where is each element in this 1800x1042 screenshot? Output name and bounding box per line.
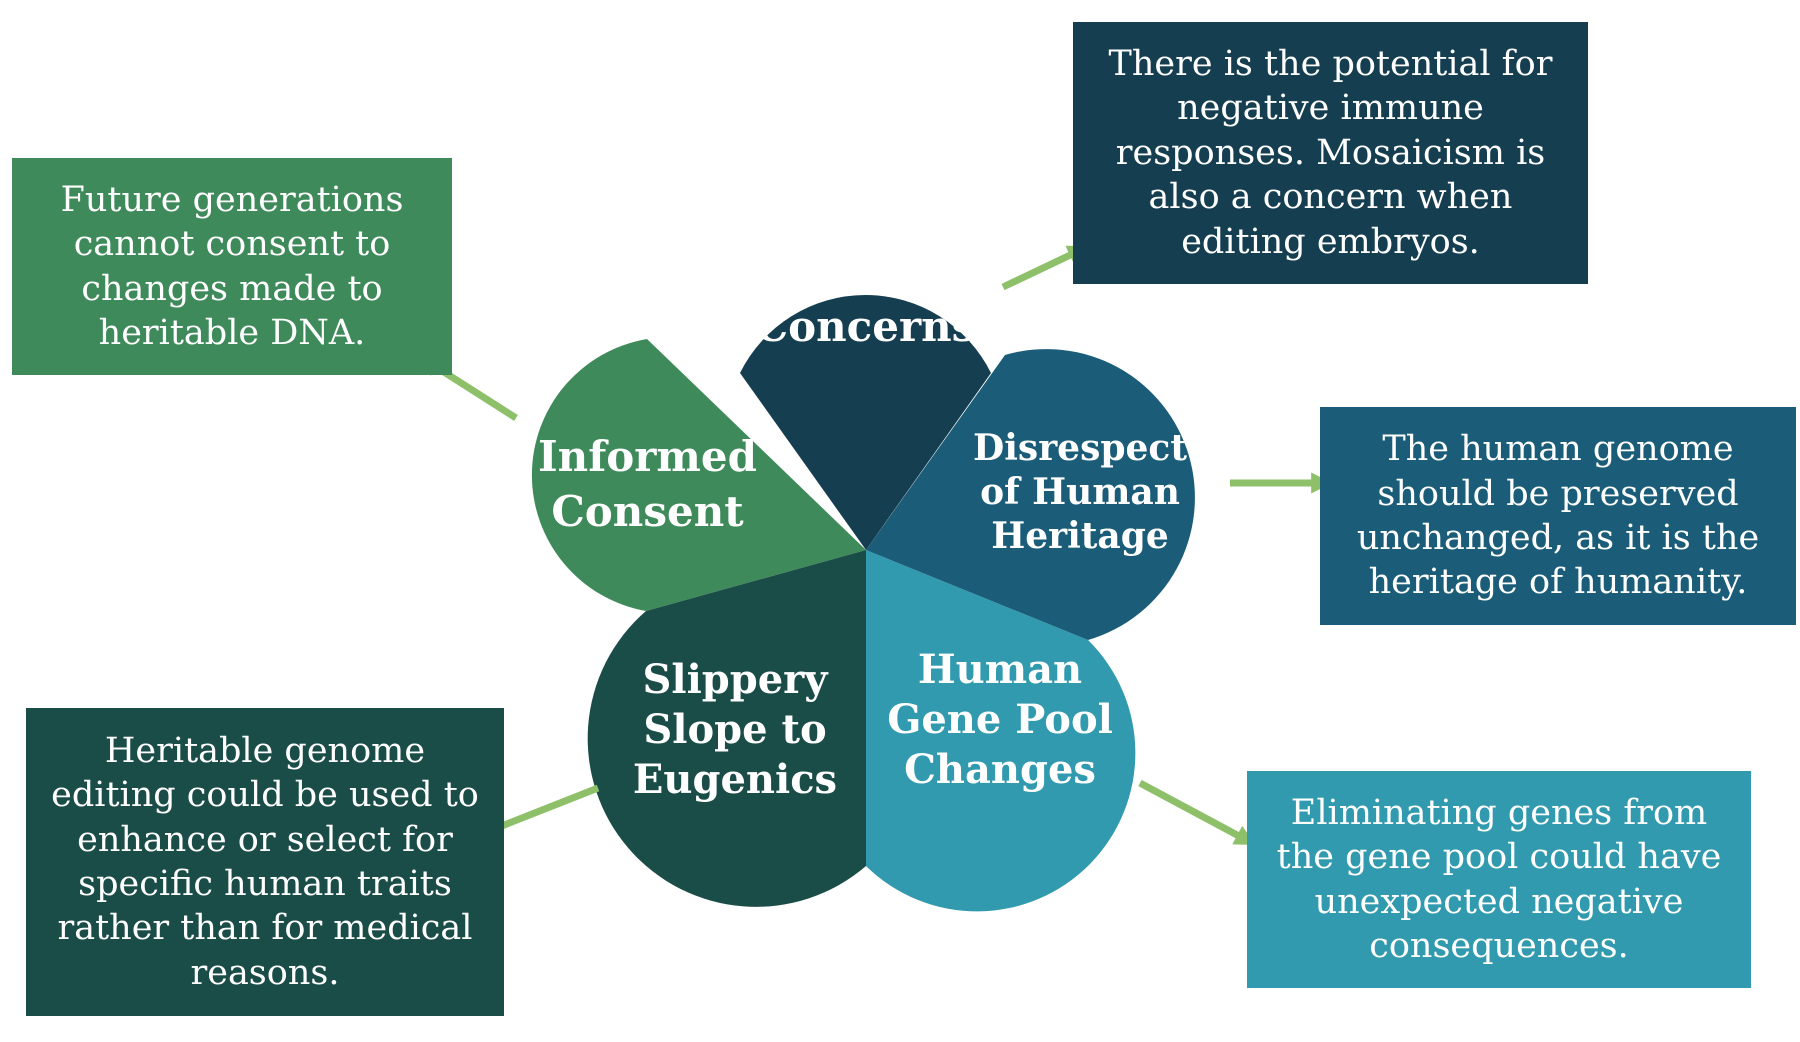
description-box-heritage: The human genome should be preserved unc…: [1320, 407, 1796, 625]
description-box-consent: Future generations cannot consent to cha…: [12, 158, 452, 375]
petal-slippery-slope: [587, 550, 866, 907]
petal-label-informed-consent: Informed Consent: [538, 432, 757, 536]
petal-human-gene-pool: [866, 550, 1136, 912]
description-box-eugenics: Heritable genome editing could be used t…: [26, 708, 504, 1016]
petal-label-slippery-slope: Slippery Slope to Eugenics: [632, 656, 838, 803]
description-box-safety: There is the potential for negative immu…: [1073, 22, 1588, 284]
arrow-safety: [1001, 244, 1089, 291]
petal-label-disrespect-heritage: Disrespect of Human Heritage: [973, 427, 1187, 557]
petal-label-human-gene-pool: Human Gene Pool Changes: [887, 646, 1113, 793]
petal-safety-concerns: [740, 295, 991, 550]
petal-disrespect-heritage: [866, 349, 1195, 640]
arrow-gene-pool: [1138, 779, 1256, 847]
description-box-gene-pool: Eliminating genes from the gene pool cou…: [1247, 771, 1751, 988]
petal-informed-consent: [531, 339, 866, 611]
petal-label-safety-concerns: Safety Concerns: [754, 247, 976, 351]
